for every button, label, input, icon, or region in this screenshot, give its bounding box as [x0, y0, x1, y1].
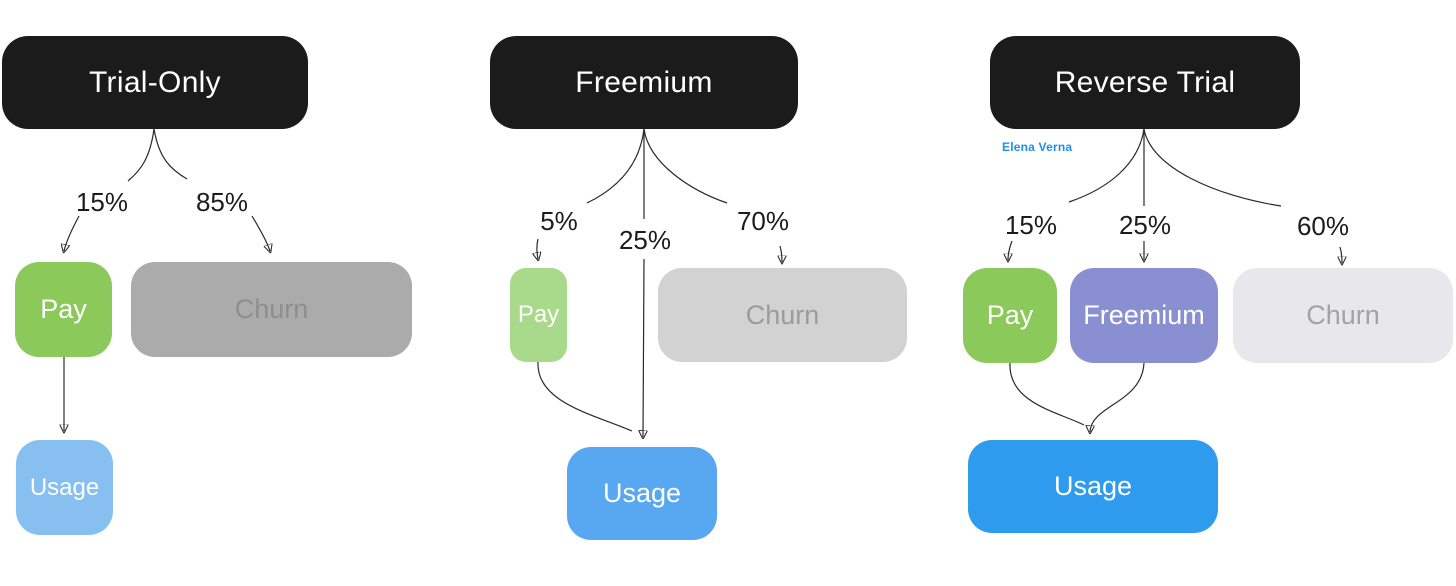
trial-only-header: Trial-Only [2, 36, 308, 129]
reverse-trial-header: Reverse Trial [990, 36, 1300, 129]
trial-only-fork-left-connector [127, 128, 155, 182]
reverse-trial-fork-left-connector [1068, 128, 1145, 203]
trial-only-churn-percent-label: 85% [195, 187, 249, 217]
trial-only-pay-arrow [64, 215, 80, 251]
reverse-trial-churn-arrow [1340, 246, 1342, 263]
freemium-usage-percent-label: 25% [618, 225, 672, 255]
freemium-fork-right-connector [643, 128, 728, 204]
reverse-trial-churn-percent-label: 60% [1296, 211, 1350, 241]
freemium-pay-arrow [537, 238, 538, 259]
trial-only-fork-right-connector [153, 128, 188, 180]
reverse-trial-pay-to-usage-connector [1009, 362, 1085, 426]
reverse-trial-fork-right-connector [1143, 128, 1282, 207]
freemium-usage-arrow [643, 258, 644, 437]
attribution-label: Elena Verna [1002, 140, 1073, 154]
freemium-churn-node: Churn [658, 268, 907, 362]
reverse-trial-freemium-percent-label: 25% [1118, 210, 1172, 240]
reverse-trial-usage-node: Usage [968, 440, 1218, 533]
freemium-header: Freemium [490, 36, 798, 129]
trial-only-churn-arrow [251, 215, 270, 251]
trial-only-pay-node: Pay [15, 262, 112, 357]
reverse-trial-freemium-to-usage-arrow [1090, 362, 1145, 432]
reverse-trial-churn-node: Churn [1233, 268, 1453, 363]
freemium-pay-to-usage-connector [537, 361, 633, 432]
reverse-trial-pay-node: Pay [963, 268, 1057, 363]
freemium-usage-node: Usage [567, 447, 717, 540]
freemium-pay-node: Pay [510, 268, 567, 362]
freemium-pay-percent-label: 5% [540, 206, 578, 236]
freemium-fork-left-connector [586, 128, 645, 204]
trial-only-pay-percent-label: 15% [75, 187, 129, 217]
freemium-churn-percent-label: 70% [736, 206, 790, 236]
reverse-trial-pay-arrow [1008, 240, 1013, 260]
trial-only-usage-node: Usage [16, 440, 113, 535]
trial-only-churn-node: Churn [131, 262, 412, 357]
reverse-trial-freemium-node: Freemium [1070, 268, 1218, 363]
reverse-trial-pay-percent-label: 15% [1004, 210, 1058, 240]
freemium-churn-arrow [780, 245, 782, 262]
